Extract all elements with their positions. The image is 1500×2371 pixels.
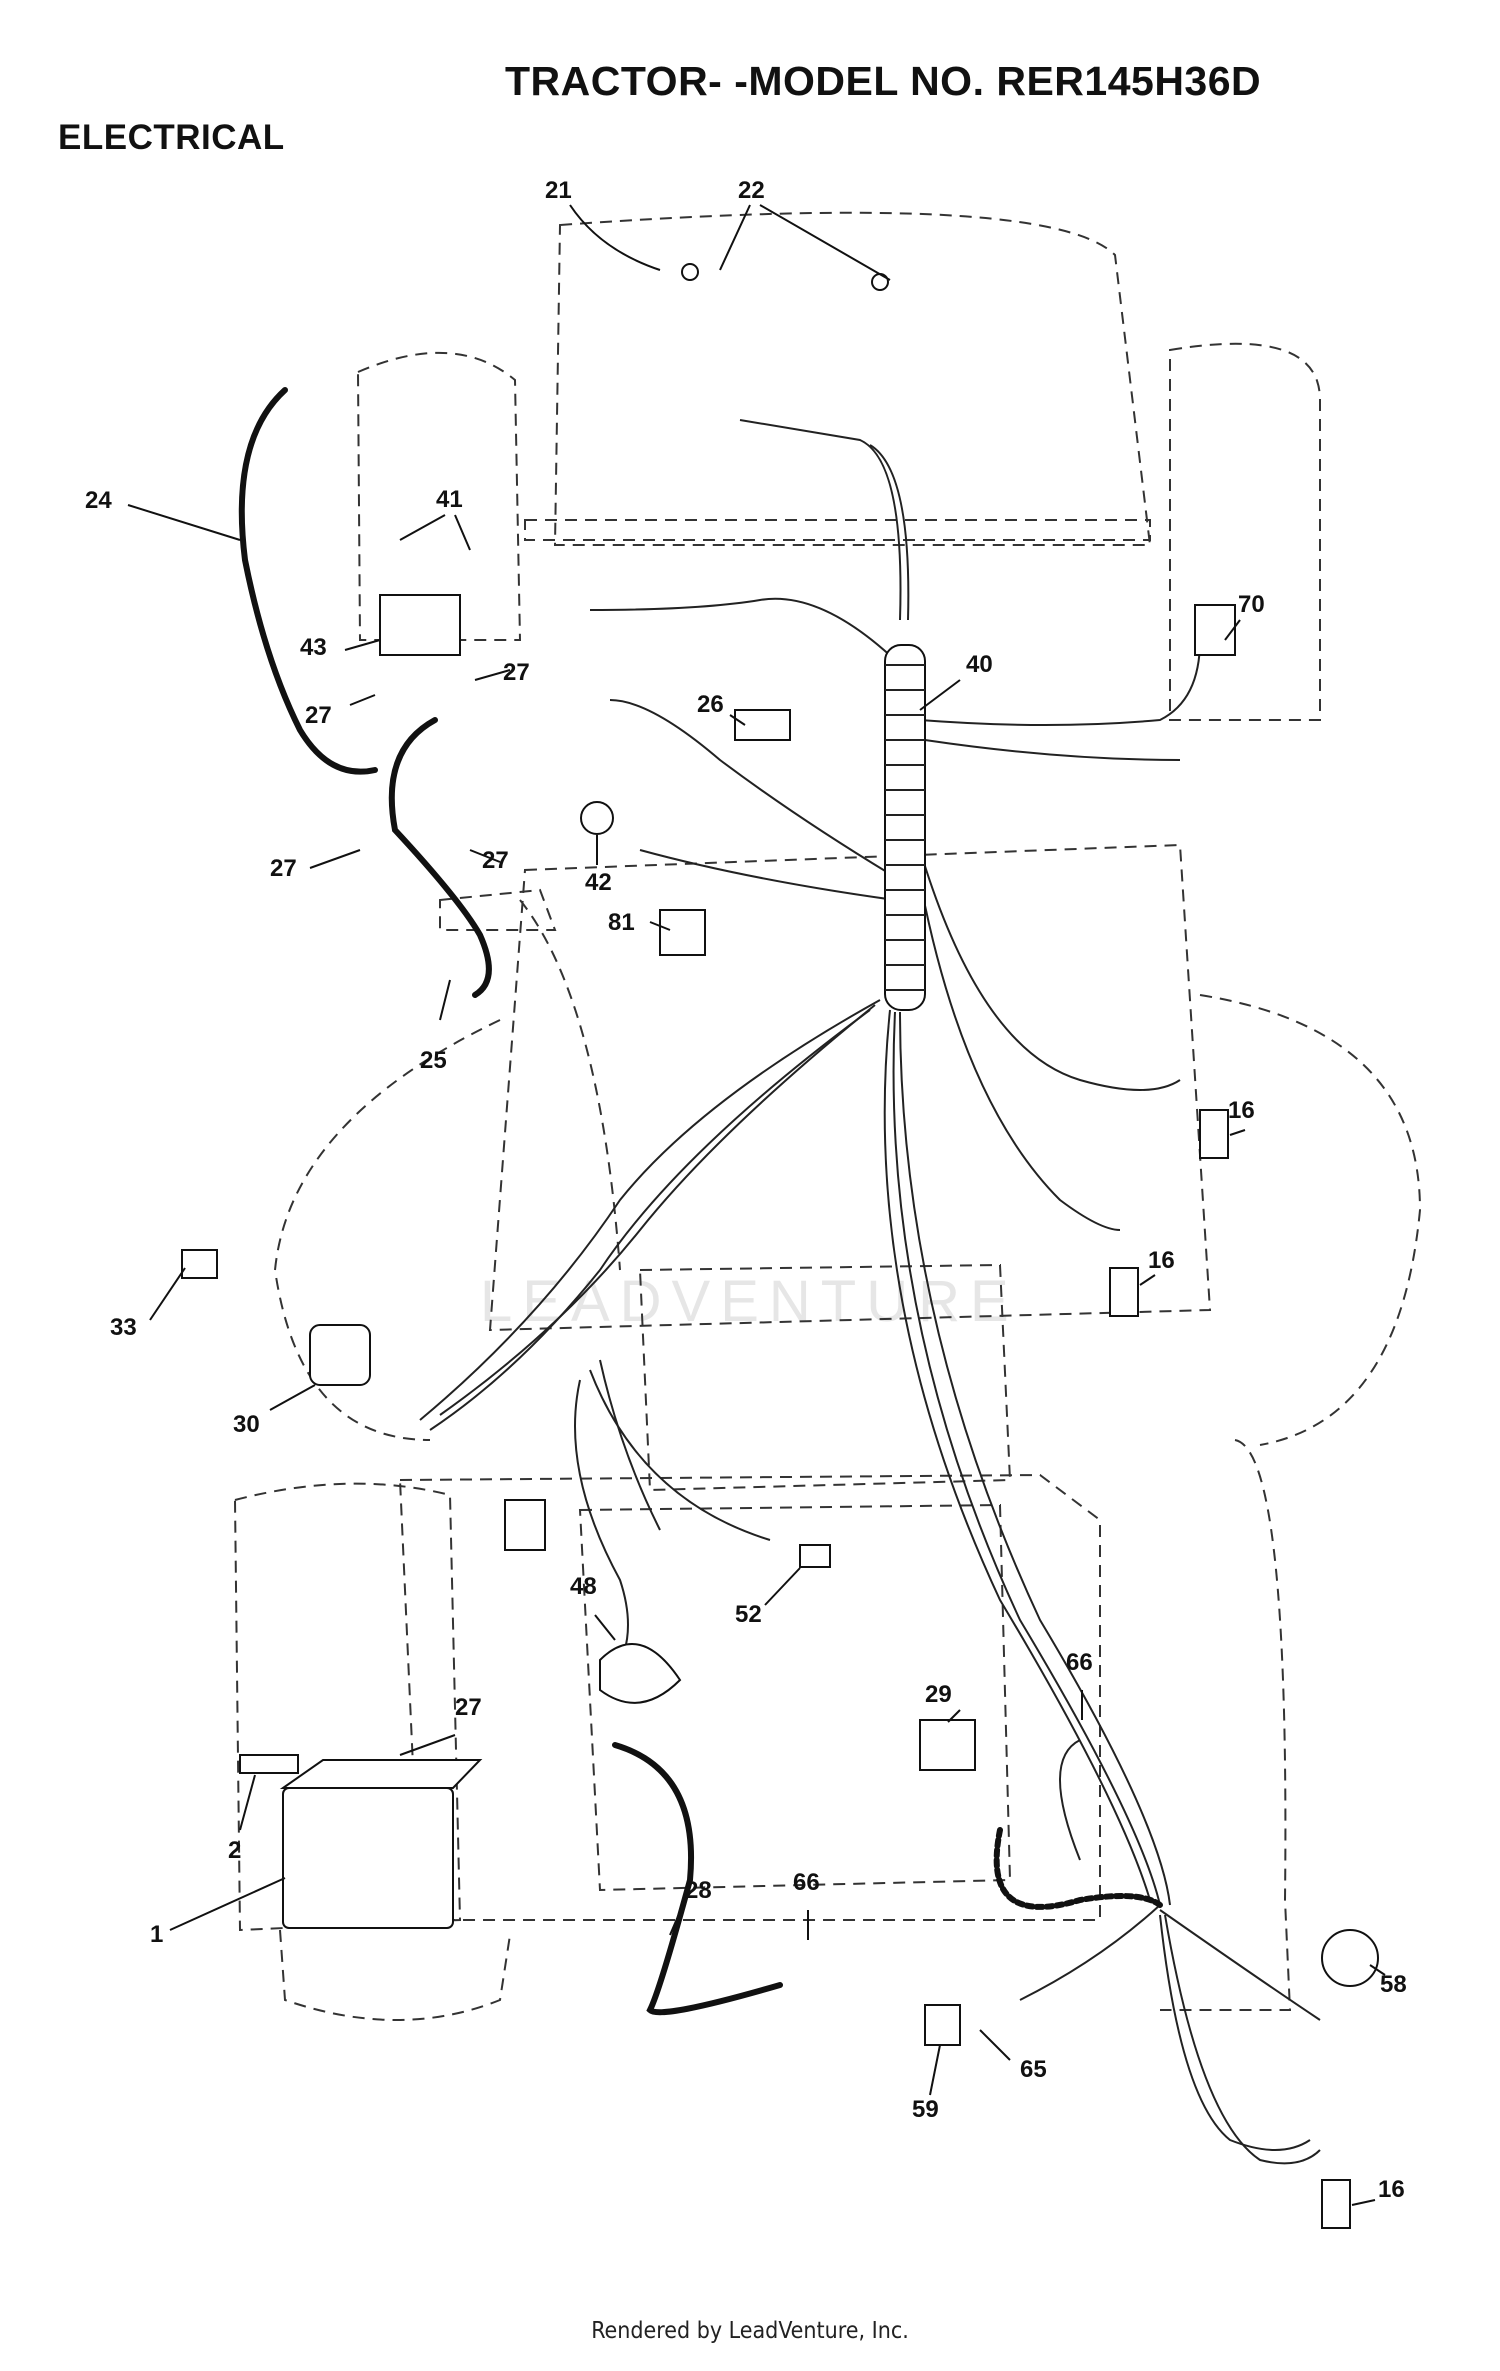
callout-40: 40 [966,651,993,678]
callout-66a: 66 [1066,1649,1093,1676]
battery-bolt [239,1754,299,1774]
callout-28: 28 [685,1877,712,1904]
wire-harness [419,419,1321,2165]
heavy-cables [238,387,783,2016]
grommet-42 [580,801,614,835]
callout-41: 41 [436,486,463,513]
harness-coil [884,644,1163,1910]
callout-59: 59 [912,2096,939,2123]
ignition-switch-30 [309,1324,371,1386]
fuse-holder [734,709,791,741]
callout-25: 25 [420,1047,447,1074]
callout-42: 42 [585,869,612,896]
connector-16a [1199,1109,1229,1159]
connector-16c [1321,2179,1351,2229]
connector-block [504,1499,546,1551]
callout-52: 52 [735,1601,762,1628]
callout-leaders [127,204,1386,2206]
callout-30: 30 [233,1411,260,1438]
callout-48: 48 [570,1573,597,1600]
connector-70 [1194,604,1236,656]
callout-29: 29 [925,1681,952,1708]
callout-81: 81 [608,909,635,936]
solenoid [379,594,461,656]
callout-66b: 66 [793,1869,820,1896]
callout-43: 43 [300,634,327,661]
battery [282,1787,454,1929]
callout-58: 58 [1380,1971,1407,1998]
callout-21: 21 [545,177,572,204]
callout-2: 2 [228,1837,241,1864]
model-title: TRACTOR- -MODEL NO. RER145H36D [505,58,1262,104]
switch-59 [924,2004,961,2046]
connector-16b [1109,1267,1139,1317]
callout-22: 22 [738,177,765,204]
lamp-48 [599,1643,682,1704]
callout-labels: 21 22 24 41 43 27 27 27 27 25 42 26 40 7… [85,177,1407,2203]
callout-27a: 27 [503,659,530,686]
callout-27e: 27 [455,1694,482,1721]
callout-33: 33 [110,1314,137,1341]
section-title: ELECTRICAL [58,118,285,157]
relay [659,909,706,956]
callout-16a: 16 [1228,1097,1255,1124]
light-52 [799,1544,831,1568]
switch-29 [919,1719,976,1771]
callout-24: 24 [85,487,112,514]
bulb-22a [681,263,699,281]
callout-26: 26 [697,691,724,718]
parts [181,263,1379,2229]
callout-27c: 27 [270,855,297,882]
callout-70: 70 [1238,591,1265,618]
footer-credit: Rendered by LeadVenture, Inc. [591,2318,909,2344]
callout-16b: 16 [1148,1247,1175,1274]
chassis-outline [233,211,1422,2021]
callout-1: 1 [150,1921,163,1948]
callout-27d: 27 [482,847,509,874]
callout-27b: 27 [305,702,332,729]
alarm-58 [1321,1929,1379,1987]
callout-65: 65 [1020,2056,1047,2083]
callout-16c: 16 [1378,2176,1405,2203]
key-33 [181,1249,218,1279]
